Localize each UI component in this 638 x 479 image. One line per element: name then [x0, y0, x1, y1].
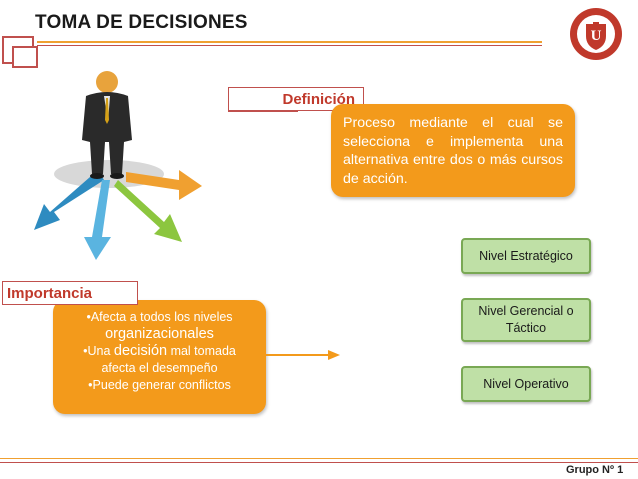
level-strategic: Nivel Estratégico — [461, 238, 591, 274]
university-logo: U — [570, 8, 622, 60]
importance-line: •Afecta a todos los niveles — [86, 310, 233, 324]
importance-line: afecta el desempeño — [101, 361, 218, 375]
definition-box: Proceso mediante el cual se selecciona e… — [331, 104, 575, 197]
group-label: Grupo Nº 1 — [566, 464, 624, 476]
right-arrow-icon — [262, 350, 340, 360]
decision-illustration — [34, 71, 202, 260]
footer-divider-secondary — [0, 462, 638, 463]
importance-line: organizacionales — [105, 326, 214, 342]
definition-underline — [228, 111, 298, 112]
importance-line: •Una decisión mal tomada — [83, 343, 236, 359]
importance-label: Importancia — [2, 281, 138, 305]
title-divider-secondary — [37, 45, 542, 46]
importance-line: •Puede generar conflictos — [88, 378, 231, 392]
title-divider — [37, 41, 542, 43]
page-title: TOMA DE DECISIONES — [35, 12, 248, 33]
footer-divider — [0, 458, 638, 459]
decorative-square-inner — [12, 46, 38, 68]
level-managerial: Nivel Gerencial o Táctico — [461, 298, 591, 342]
svg-text:U: U — [591, 28, 602, 44]
importance-box: •Afecta a todos los niveles organizacion… — [53, 300, 266, 414]
level-operative: Nivel Operativo — [461, 366, 591, 402]
